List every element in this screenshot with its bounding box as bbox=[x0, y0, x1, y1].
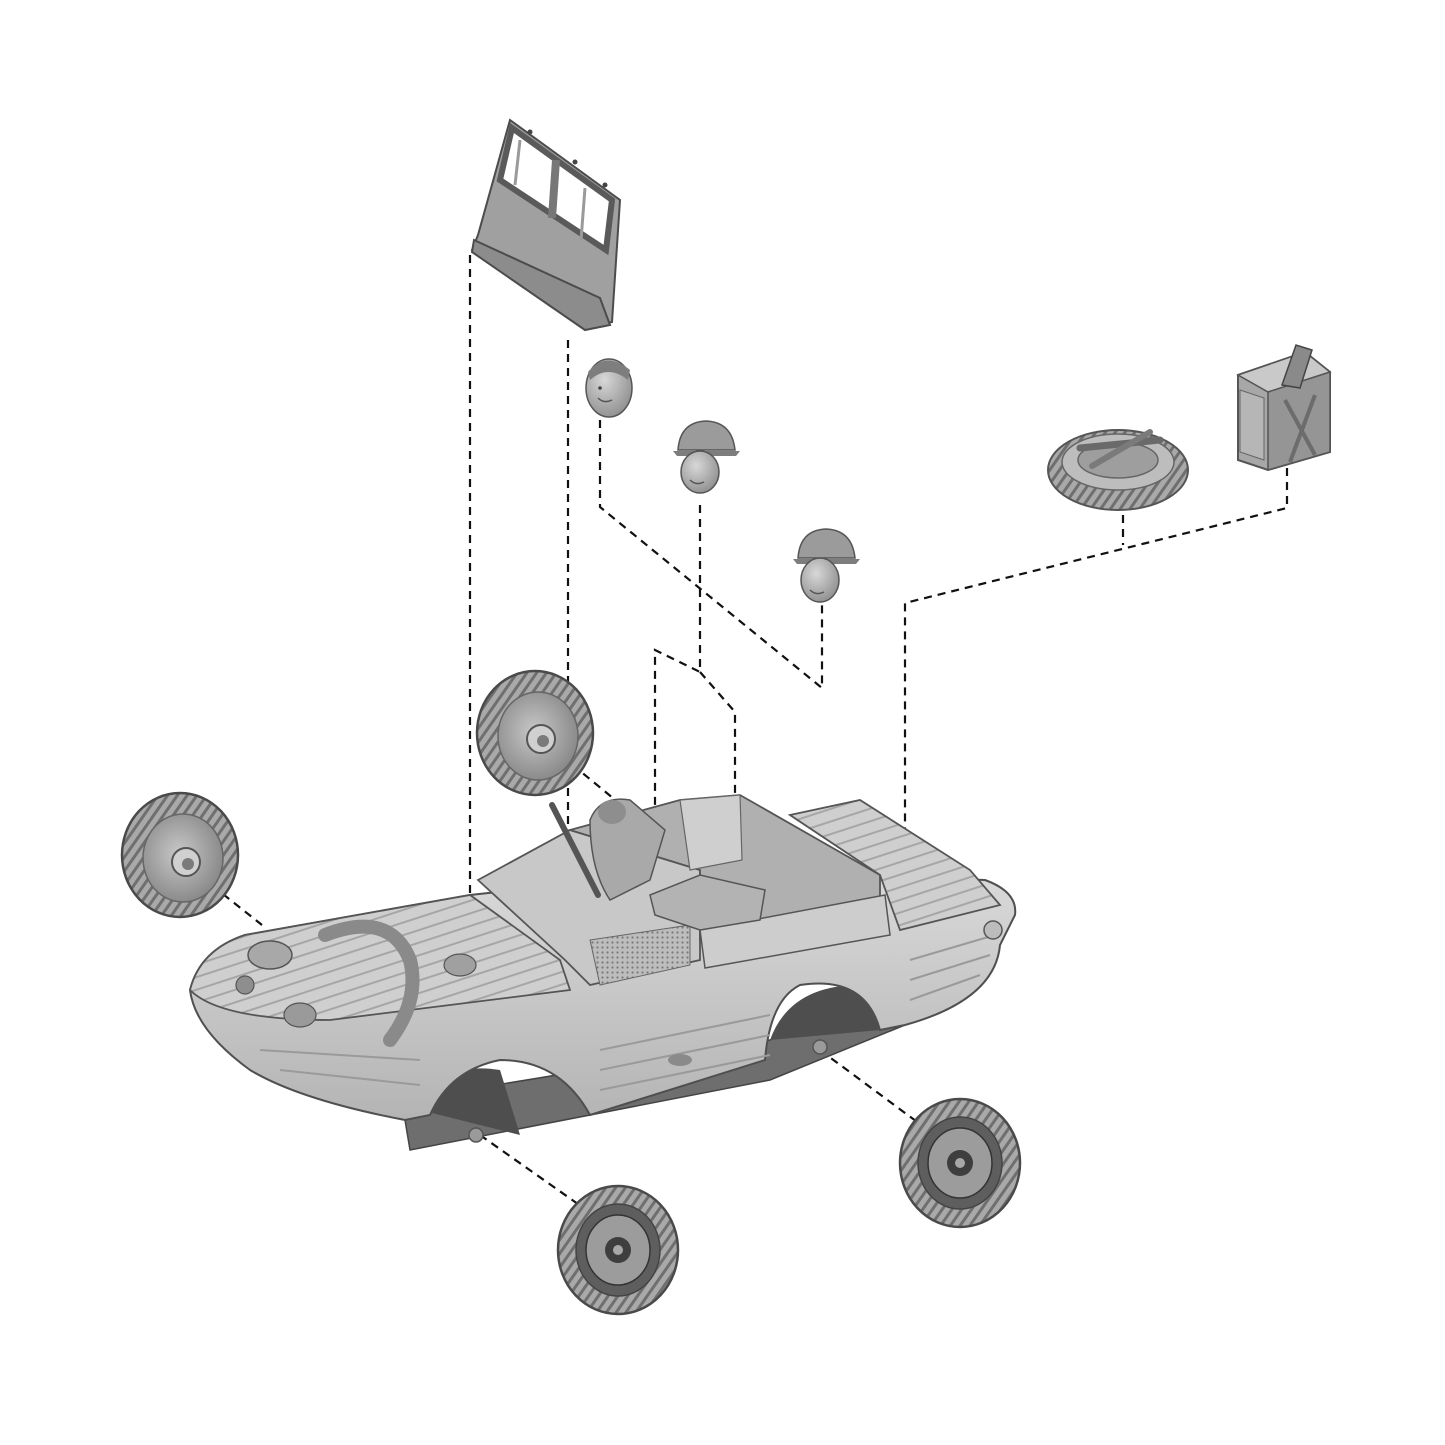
windscreen-frame bbox=[470, 118, 622, 332]
leader-head-bare bbox=[598, 420, 824, 691]
seated-crew-figures bbox=[549, 798, 766, 931]
wheel-rear-left bbox=[556, 1184, 680, 1316]
jerry-can bbox=[1236, 344, 1332, 472]
wheel-front-right bbox=[475, 669, 595, 797]
leader-jerry-can bbox=[903, 468, 1289, 855]
crew-head-helmet-1 bbox=[673, 420, 740, 494]
leader-head-helmet-1 bbox=[653, 505, 702, 822]
wheel-front-left bbox=[120, 791, 240, 919]
wheel-rear-right bbox=[898, 1097, 1022, 1229]
crew-head-helmet-2 bbox=[793, 528, 860, 603]
spare-tire-with-oars bbox=[1047, 429, 1189, 511]
crew-head-bare bbox=[585, 358, 633, 418]
